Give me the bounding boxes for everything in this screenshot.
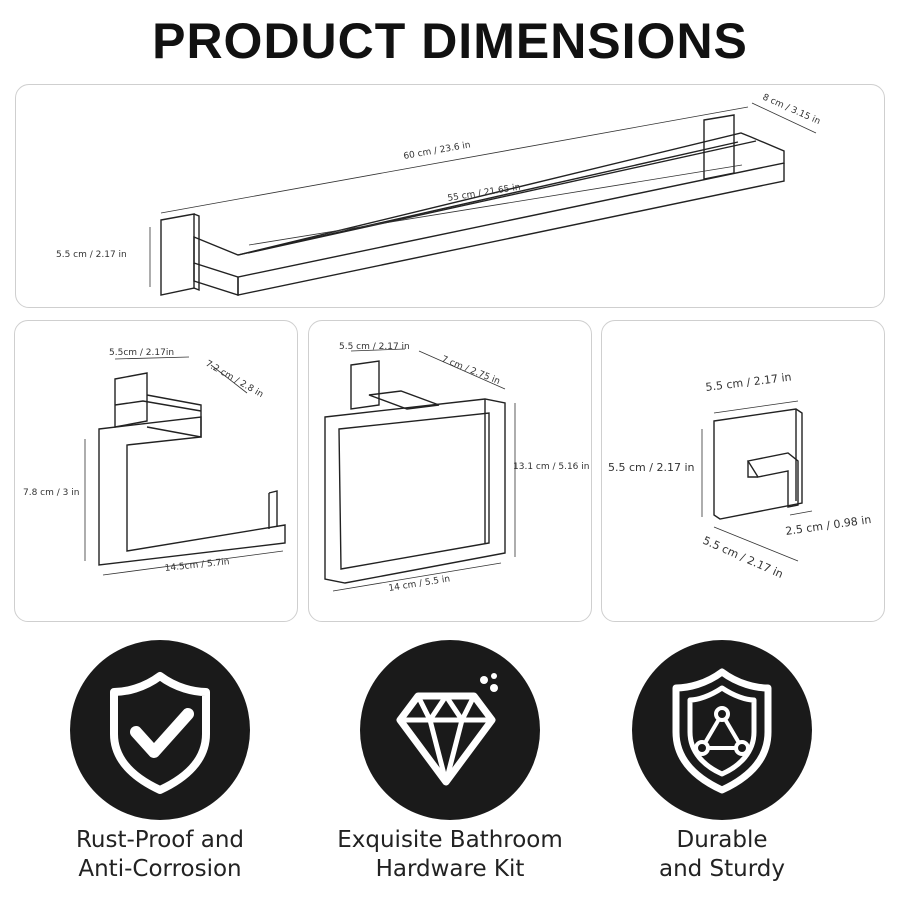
robe-hook-diagram: 5.5 cm / 2.17 in 5.5 cm / 2.17 in 2.5 cm…	[608, 371, 872, 581]
dim-depth: 7.2 cm / 2.8 in	[204, 359, 265, 400]
towel-ring-diagram: 5.5 cm / 2.17 in 7 cm / 2.75 in 13.1 cm …	[324, 342, 589, 594]
dim-length: 14.5cm / 5.7in	[164, 557, 230, 574]
feature-durable: Durable and Sturdy	[592, 640, 852, 884]
towel-ring-panel: 5.5 cm / 2.17 in 7 cm / 2.75 in 13.1 cm …	[308, 320, 592, 622]
paper-holder-panel: 5.5cm / 2.17in 7.2 cm / 2.8 in 7.8 cm / …	[14, 320, 298, 622]
feature-label-line1: Rust-Proof and	[75, 827, 245, 853]
paper-holder-diagram: 5.5cm / 2.17in 7.2 cm / 2.8 in 7.8 cm / …	[23, 348, 286, 576]
feature-label: Durable and Sturdy	[592, 826, 852, 884]
feature-label-line2: Anti-Corrosion	[78, 856, 242, 882]
shield-triangle-icon	[672, 668, 772, 794]
feature-circle	[632, 640, 812, 820]
dim-base-width: 5.5cm / 2.17in	[109, 348, 174, 358]
feature-label-line1: Durable	[676, 827, 768, 853]
dim-depth: 7 cm / 2.75 in	[440, 355, 501, 388]
feature-circle	[70, 640, 250, 820]
feature-label-line2: and Sturdy	[658, 856, 786, 882]
dim-height: 13.1 cm / 5.16 in	[513, 462, 589, 472]
feature-label-line2: Hardware Kit	[375, 856, 525, 882]
dim-base-height: 5.5 cm / 2.17 in	[56, 250, 127, 260]
feature-circle	[360, 640, 540, 820]
feature-rust-proof: Rust-Proof and Anti-Corrosion	[30, 640, 290, 884]
dim-base-width: 5.5 cm / 2.17 in	[339, 342, 410, 352]
towel-bar-diagram: 60 cm / 23.6 in 55 cm / 21.65 in 8 cm / …	[56, 93, 822, 296]
robe-hook-panel: 5.5 cm / 2.17 in 5.5 cm / 2.17 in 2.5 cm…	[601, 320, 885, 622]
towel-bar-panel: 60 cm / 23.6 in 55 cm / 21.65 in 8 cm / …	[15, 84, 885, 308]
diamond-icon	[396, 673, 498, 786]
shield-check-icon	[110, 672, 210, 794]
dim-width: 14 cm / 5.5 in	[388, 574, 451, 594]
dim-base-width: 5.5 cm / 2.17 in	[705, 371, 792, 394]
page-title: PRODUCT DIMENSIONS	[152, 13, 748, 69]
dim-hook-depth: 2.5 cm / 0.98 in	[785, 513, 872, 538]
dim-depth: 8 cm / 3.15 in	[761, 93, 822, 127]
dim-base-height: 5.5 cm / 2.17 in	[608, 461, 694, 474]
dim-base-depth: 5.5 cm / 2.17 in	[701, 534, 785, 581]
dim-height: 7.8 cm / 3 in	[23, 488, 79, 498]
feature-label: Exquisite Bathroom Hardware Kit	[320, 826, 580, 884]
feature-label-line1: Exquisite Bathroom	[337, 827, 563, 853]
feature-label: Rust-Proof and Anti-Corrosion	[30, 826, 290, 884]
feature-exquisite-kit: Exquisite Bathroom Hardware Kit	[320, 640, 580, 884]
